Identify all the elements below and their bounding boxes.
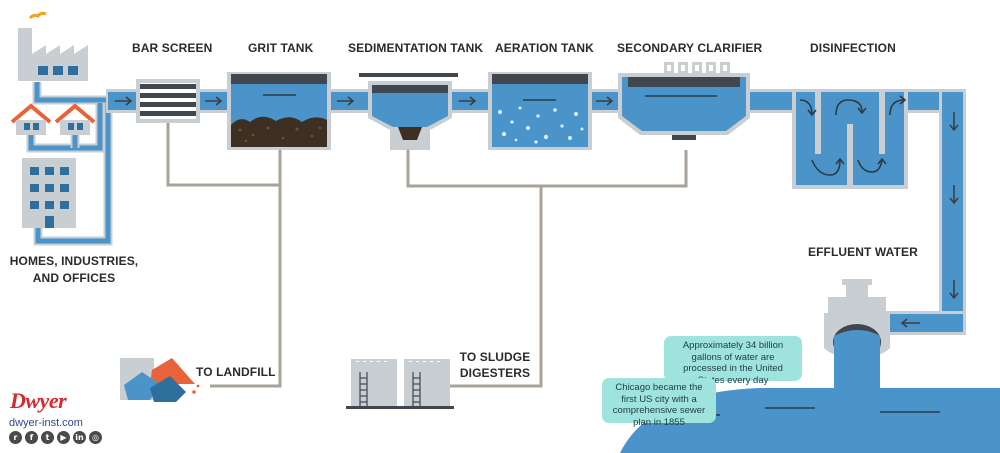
label-homes-line2: AND OFFICES [32,271,116,285]
youtube-icon[interactable]: ▶ [57,431,70,444]
label-to-landfill: TO LANDFILL [196,365,276,379]
label-to-sludge-digesters: TO SLUDGE DIGESTERS [452,349,538,381]
sludge-digester-icon [346,357,454,409]
label-grit-tank: GRIT TANK [248,41,314,55]
sedimentation-tank-icon [359,73,458,150]
effluent-pipe [880,89,966,335]
label-secondary-clarifier: SECONDARY CLARIFIER [617,41,763,55]
factory-icon [18,11,88,81]
office-building-icon [22,158,76,228]
label-sludge-line1: TO SLUDGE [459,350,531,364]
clarifier-return-line [406,150,688,188]
social-icons: r f t ▶ in ◎ [9,431,102,444]
flow-arrows [115,96,959,328]
influent-pipes [26,82,113,246]
label-sedimentation-tank: SEDIMENTATION TANK [348,41,484,55]
bar-screen-icon [136,79,200,123]
label-effluent-water: EFFLUENT WATER [808,245,918,259]
linkedin-icon[interactable]: in [73,431,86,444]
facebook-icon[interactable]: f [25,431,38,444]
label-bar-screen: BAR SCREEN [132,41,213,55]
landfill-line [210,185,282,388]
landfill-pile-icon [120,358,200,402]
sludge-lines [166,123,688,388]
dwyer-logo[interactable]: Dwyer [10,388,67,413]
house-icon [10,103,52,135]
instagram-icon[interactable]: ◎ [89,431,102,444]
secondary-clarifier-icon [618,62,750,140]
fact-bubble-water-volume: Approximately 34 billion gallons of wate… [664,336,802,386]
grit-return-line [166,123,282,187]
disinfection-chamber-icon [792,89,908,189]
label-homes-line1: HOMES, INDUSTRIES, [9,254,139,268]
aeration-tank-icon [488,72,592,150]
label-aeration-tank: AERATION TANK [495,41,594,55]
house-icon [54,103,96,135]
label-disinfection: DISINFECTION [810,41,896,55]
rss-icon[interactable]: r [9,431,22,444]
website-link[interactable]: dwyer-inst.com [9,417,83,429]
grit-tank-icon [227,72,331,150]
twitter-icon[interactable]: t [41,431,54,444]
label-sludge-line2: DIGESTERS [459,366,531,380]
label-homes-industries: HOMES, INDUSTRIES, AND OFFICES [6,253,142,287]
fact-bubble-chicago: Chicago became the first US city with a … [602,378,716,428]
sludge-digester-line [450,186,543,388]
